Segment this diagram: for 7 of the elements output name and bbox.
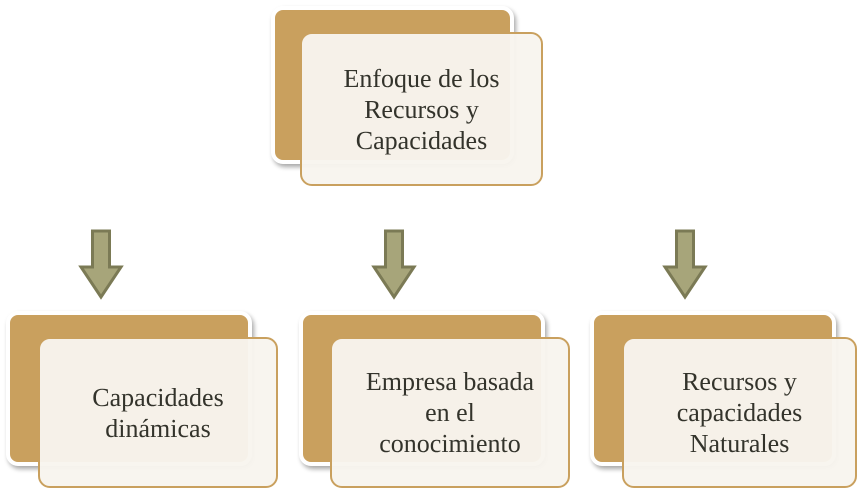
card-text: Enfoque de los Recursos y Capacidades (342, 62, 500, 156)
card-text: Capacidades dinámicas (91, 382, 225, 444)
card-text: Recursos y capacidades Naturales (676, 366, 804, 459)
block-arrow (78, 230, 124, 300)
block-arrow (371, 230, 417, 300)
card-text: Empresa basada en el conocimiento (364, 366, 536, 459)
block-arrow (662, 230, 708, 300)
